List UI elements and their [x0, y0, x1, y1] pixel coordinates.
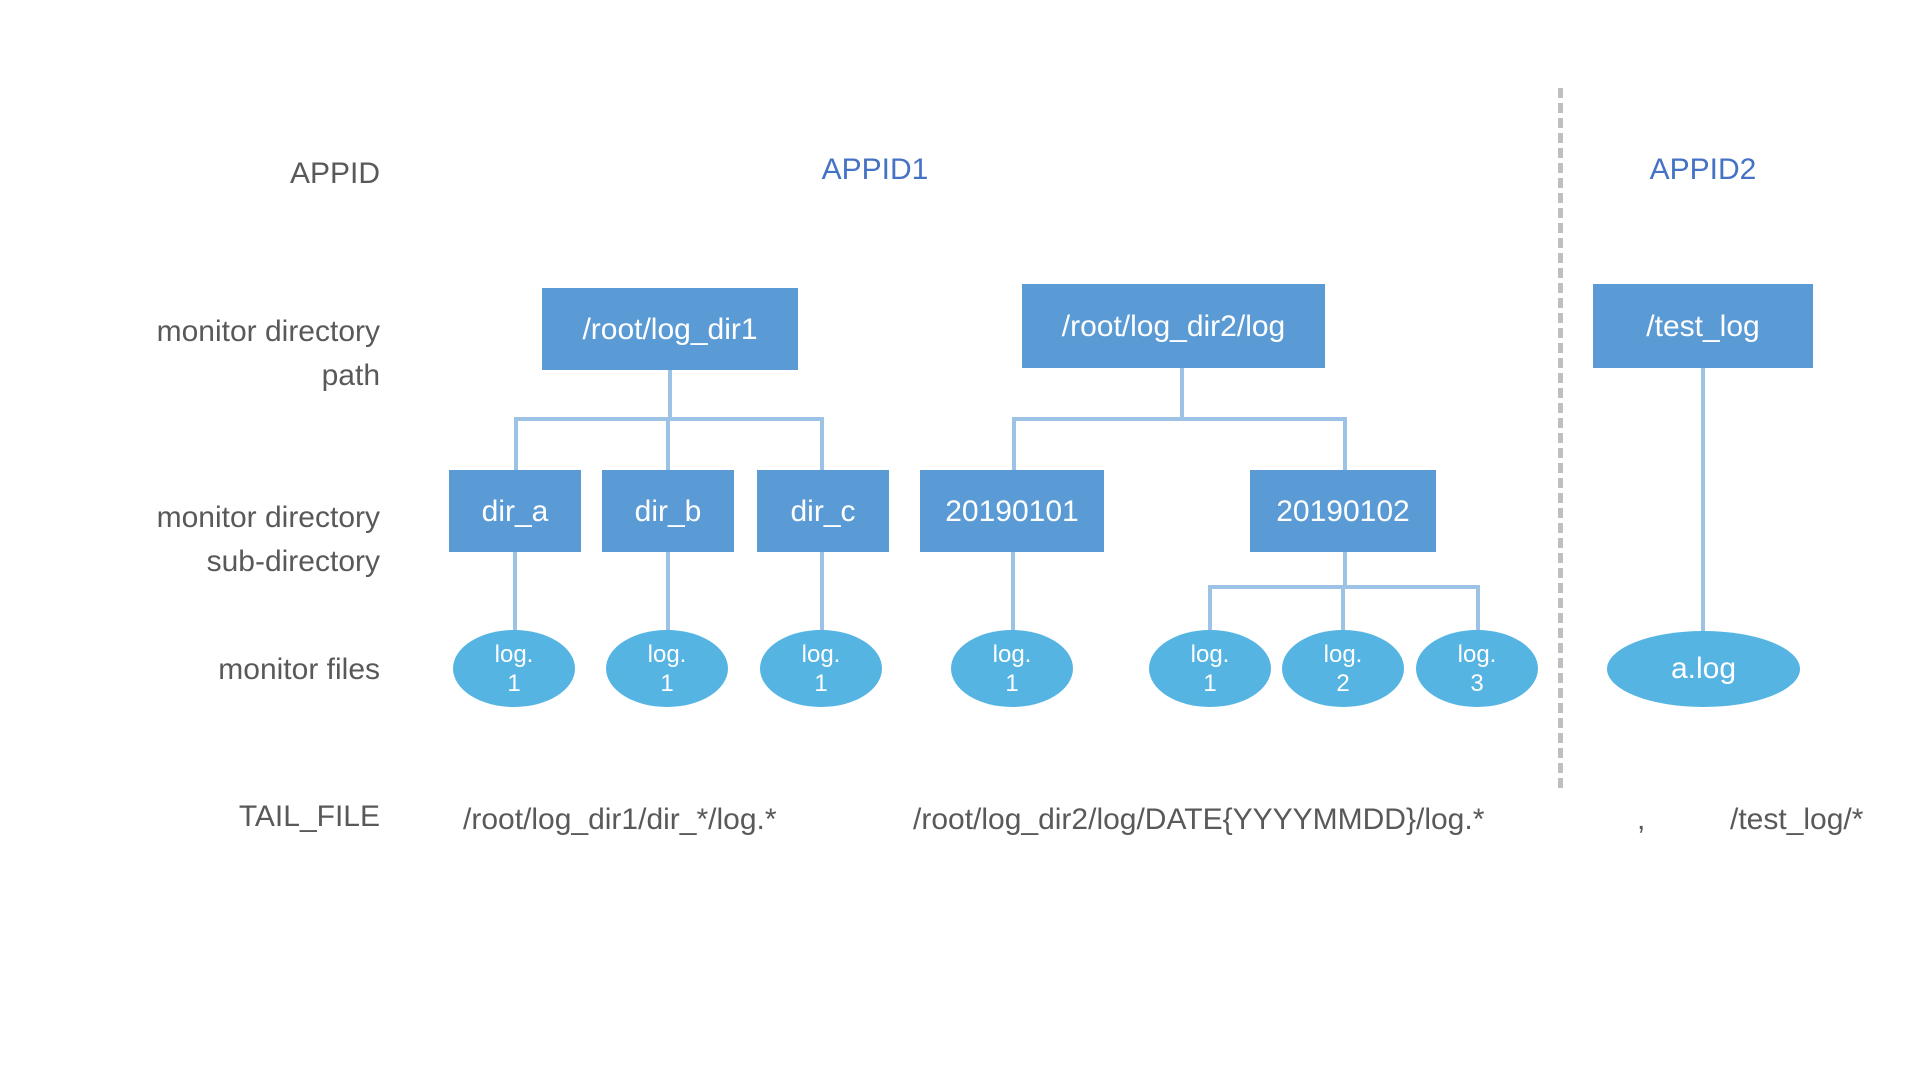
appid-divider: [1558, 88, 1563, 788]
node-ellipse-dir-b-log-1[interactable]: log. 1: [606, 630, 728, 707]
row-label-appid: APPID: [289, 157, 380, 190]
connector-test-log-to-a-log: [1701, 368, 1705, 638]
tail-file-value-app1-tree1: /root/log_dir1/dir_*/log.*: [463, 803, 777, 836]
row-label-tail-file: TAIL_FILE: [238, 800, 380, 833]
row-label-monitor-directory-path: monitor directory path: [156, 315, 380, 392]
node-ellipse-20190102-log-2[interactable]: log. 2: [1282, 630, 1404, 707]
appid1-header: APPID1: [821, 153, 929, 186]
connector-tree1-drop-dir-b: [666, 417, 670, 470]
node-ellipse-20190101-log-1[interactable]: log. 1: [951, 630, 1073, 707]
node-box-root-log-dir2-log[interactable]: /root/log_dir2/log: [1022, 284, 1325, 368]
connector-dir-c-to-log: [820, 552, 824, 638]
connector-tree2-root-stem: [1180, 368, 1184, 421]
tail-file-separator: ,: [1637, 803, 1646, 836]
node-box-test-log[interactable]: /test_log: [1593, 284, 1813, 368]
node-ellipse-20190102-log-1[interactable]: log. 1: [1149, 630, 1271, 707]
node-box-dir-a[interactable]: dir_a: [449, 470, 581, 552]
connector-dir-b-to-log: [666, 552, 670, 638]
row-label-monitor-files: monitor files: [218, 653, 380, 686]
connector-tree1-drop-dir-c: [820, 417, 824, 470]
connector-tree1-drop-dir-a: [514, 417, 518, 470]
connector-tree2-branch-bar: [1012, 417, 1347, 421]
node-box-dir-b[interactable]: dir_b: [602, 470, 734, 552]
connector-tree2-drop-20190102: [1343, 417, 1347, 470]
node-ellipse-dir-a-log-1[interactable]: log. 1: [453, 630, 575, 707]
node-ellipse-dir-c-log-1[interactable]: log. 1: [760, 630, 882, 707]
tail-file-value-app2: /test_log/*: [1730, 803, 1864, 836]
node-box-20190101[interactable]: 20190101: [920, 470, 1104, 552]
row-label-monitor-directory-subdirectory: monitor directory sub-directory: [156, 501, 380, 578]
connector-tree2-drop-20190101: [1012, 417, 1016, 470]
tail-file-value-app1-tree2: /root/log_dir2/log/DATE{YYYYMMDD}/log.*: [913, 803, 1485, 836]
connector-20190102-stem: [1343, 552, 1347, 589]
connector-tree1-root-stem: [668, 370, 672, 421]
connector-20190101-to-log: [1011, 552, 1015, 638]
node-ellipse-a-log[interactable]: a.log: [1607, 631, 1800, 707]
node-box-20190102[interactable]: 20190102: [1250, 470, 1436, 552]
connector-20190102-drop-log-2: [1341, 585, 1345, 638]
node-ellipse-20190102-log-3[interactable]: log. 3: [1416, 630, 1538, 707]
connector-20190102-drop-log-3: [1476, 585, 1480, 638]
node-box-dir-c[interactable]: dir_c: [757, 470, 889, 552]
node-box-root-log-dir1[interactable]: /root/log_dir1: [542, 288, 798, 370]
connector-20190102-drop-log-1: [1208, 585, 1212, 638]
appid2-header: APPID2: [1649, 153, 1757, 186]
connector-dir-a-to-log: [513, 552, 517, 638]
